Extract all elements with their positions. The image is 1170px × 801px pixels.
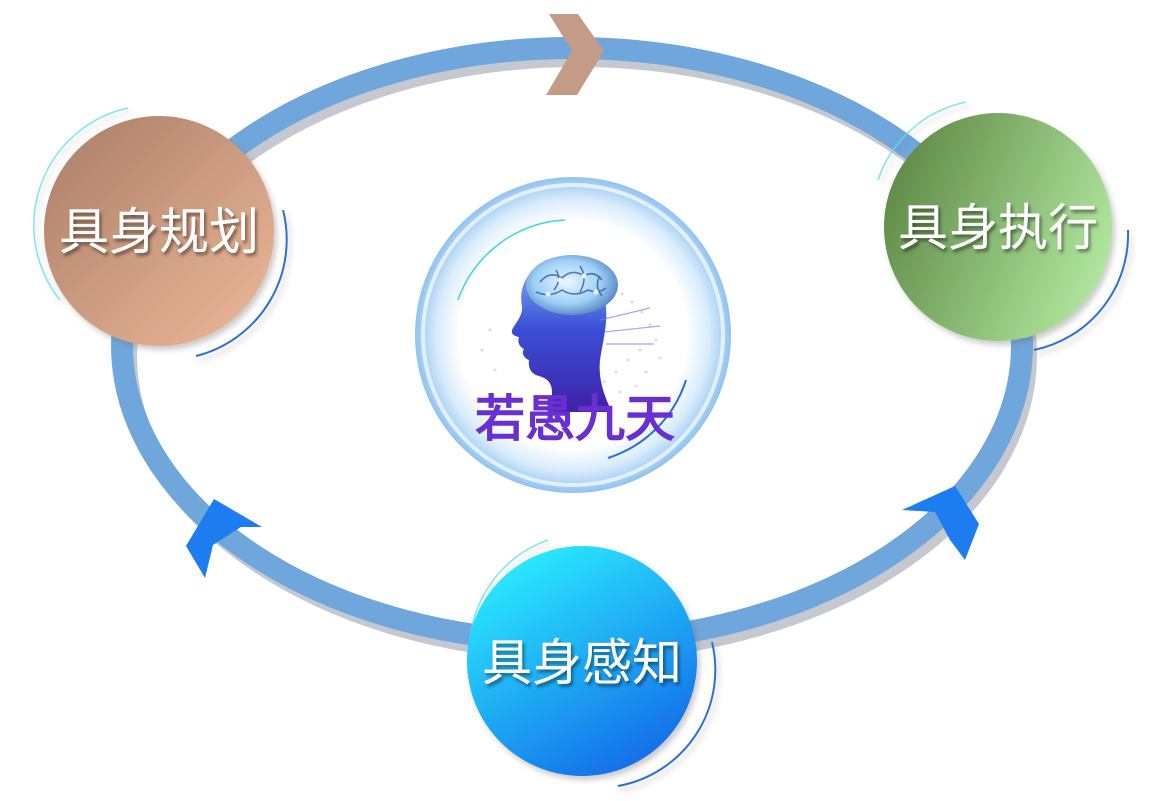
node-planning — [33, 107, 288, 357]
center-hub: 若愚九天 — [415, 177, 731, 493]
node-perception-label: 具身感知 — [482, 634, 682, 692]
node-perception — [467, 539, 717, 787]
arrow-left-icon — [186, 499, 262, 578]
ai-head-brain-icon — [480, 255, 662, 412]
node-planning-label: 具身规划 — [59, 203, 259, 261]
center-title: 若愚九天 — [475, 390, 675, 448]
arrow-top-icon — [546, 14, 604, 95]
arrow-right-icon — [902, 486, 979, 560]
node-execution — [877, 101, 1130, 351]
node-execution-label: 具身执行 — [898, 199, 1098, 257]
